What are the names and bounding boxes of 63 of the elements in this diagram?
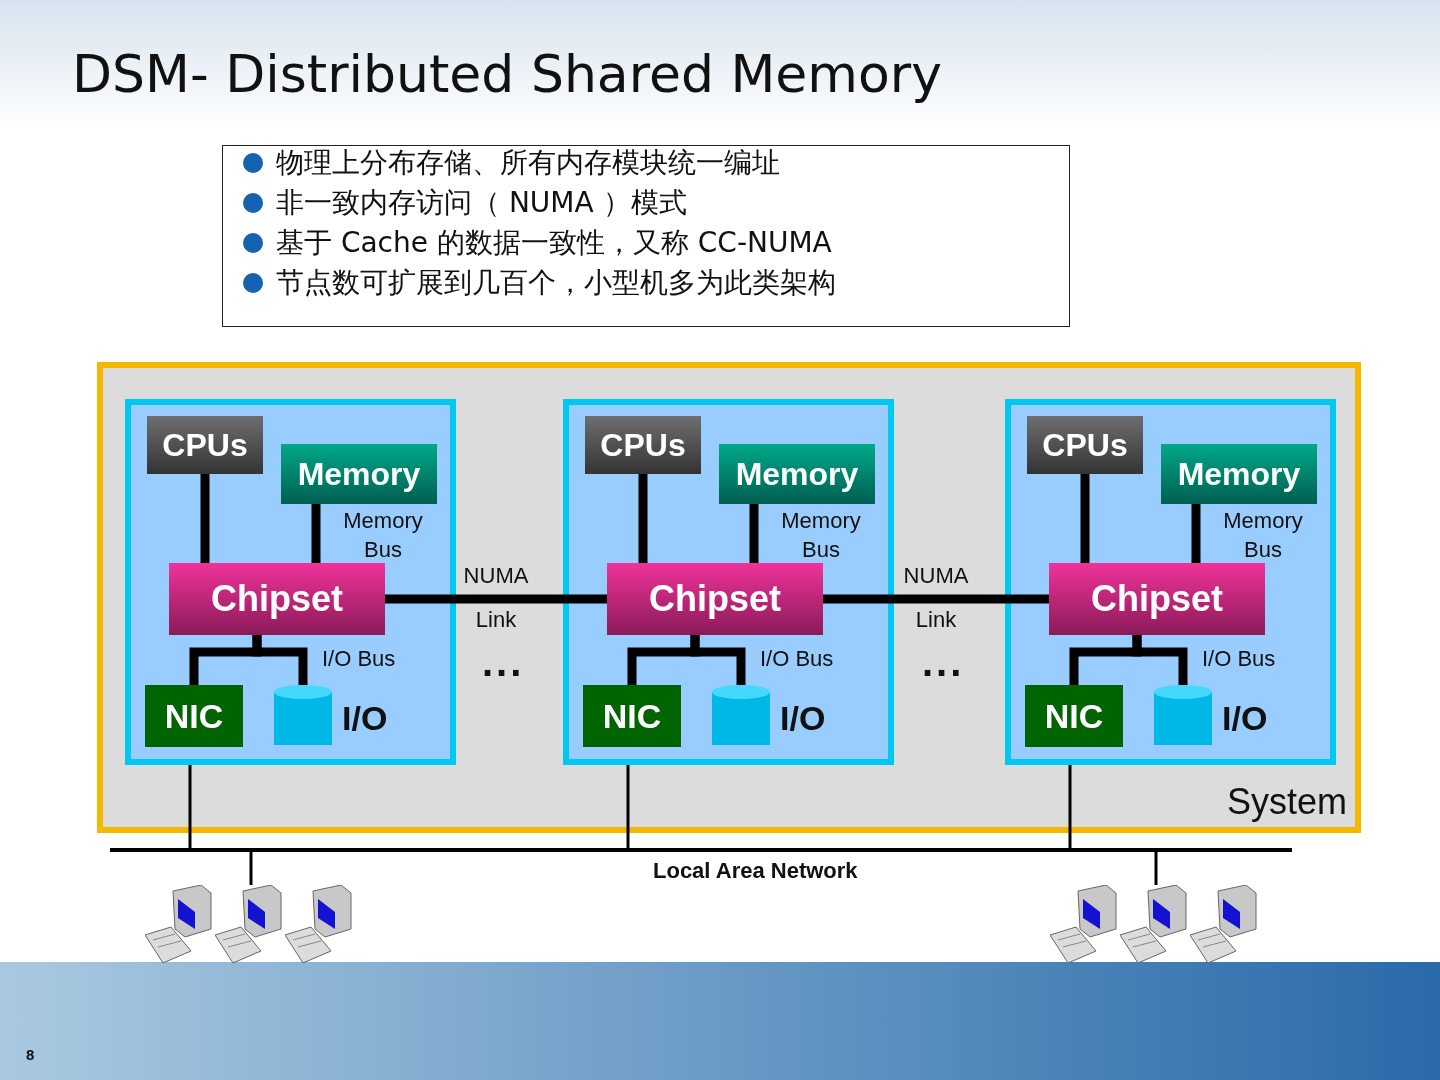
connector-line — [385, 594, 607, 604]
page-number: 8 — [26, 1046, 35, 1063]
chipset-box: Chipset — [607, 563, 823, 635]
ellipsis-mark: ... — [482, 640, 525, 685]
cpu-box: CPUs — [585, 416, 701, 474]
edge-label: NUMA Link — [902, 562, 970, 634]
storage-cylinder — [1154, 685, 1212, 745]
node-box — [125, 399, 456, 765]
system-box — [97, 362, 1361, 833]
computer-icon — [145, 885, 213, 965]
connector-line — [1132, 635, 1188, 685]
connector-line — [823, 594, 1049, 604]
edge-label: I/O Bus — [322, 645, 397, 673]
computer-icon — [1190, 885, 1258, 965]
storage-cylinder — [274, 685, 332, 745]
connector-line — [249, 852, 253, 885]
connector-line — [626, 765, 630, 848]
connector-line — [638, 474, 648, 563]
computer-icon — [285, 885, 353, 965]
nic-box: NIC — [1025, 685, 1123, 747]
connector-line — [1191, 504, 1201, 563]
edge-label: I/O Bus — [760, 645, 835, 673]
nic-box: NIC — [583, 685, 681, 747]
storage-cylinder — [712, 685, 770, 745]
connector-line — [311, 504, 321, 563]
bullet-text: 物理上分布存储、所有内存模块统一编址 — [276, 145, 780, 181]
network-label: Local Area Network — [653, 858, 858, 884]
bullet-text: 节点数可扩展到几百个，小型机多为此类架构 — [276, 265, 836, 301]
connector-line — [1080, 474, 1090, 563]
connector-line — [1068, 765, 1072, 848]
io-label: I/O — [1222, 699, 1268, 738]
computer-icon — [1050, 885, 1118, 965]
connector-line — [200, 474, 210, 563]
edge-label: Memory Bus — [780, 507, 862, 564]
nic-box: NIC — [145, 685, 243, 747]
system-label: System — [1226, 781, 1347, 823]
text-box — [222, 145, 1070, 327]
io-label: I/O — [780, 699, 826, 738]
node-box — [1005, 399, 1336, 765]
edge-label: I/O Bus — [1202, 645, 1277, 673]
computer-icon — [1120, 885, 1188, 965]
memory-box: Memory — [281, 444, 437, 504]
cpu-box: CPUs — [147, 416, 263, 474]
bullet-text: 非一致内存访问（ NUMA ）模式 — [276, 185, 687, 221]
memory-box: Memory — [719, 444, 875, 504]
edge-label: Memory Bus — [1222, 507, 1304, 564]
connector-line — [252, 635, 308, 685]
connector-line — [749, 504, 759, 563]
chipset-box: Chipset — [1049, 563, 1265, 635]
connector-line — [188, 765, 192, 848]
bullet-text: 基于 Cache 的数据一致性，又称 CC-NUMA — [276, 225, 832, 261]
slide-title: DSM- Distributed Shared Memory — [72, 44, 942, 104]
edge-label: Memory Bus — [342, 507, 424, 564]
computer-icon — [215, 885, 283, 965]
cpu-box: CPUs — [1027, 416, 1143, 474]
connector-line — [690, 635, 746, 685]
chipset-box: Chipset — [169, 563, 385, 635]
io-label: I/O — [342, 699, 388, 738]
ellipsis-mark: ... — [922, 640, 965, 685]
edge-label: NUMA Link — [462, 562, 530, 634]
node-box — [563, 399, 894, 765]
connector-line — [1154, 852, 1158, 885]
memory-box: Memory — [1161, 444, 1317, 504]
